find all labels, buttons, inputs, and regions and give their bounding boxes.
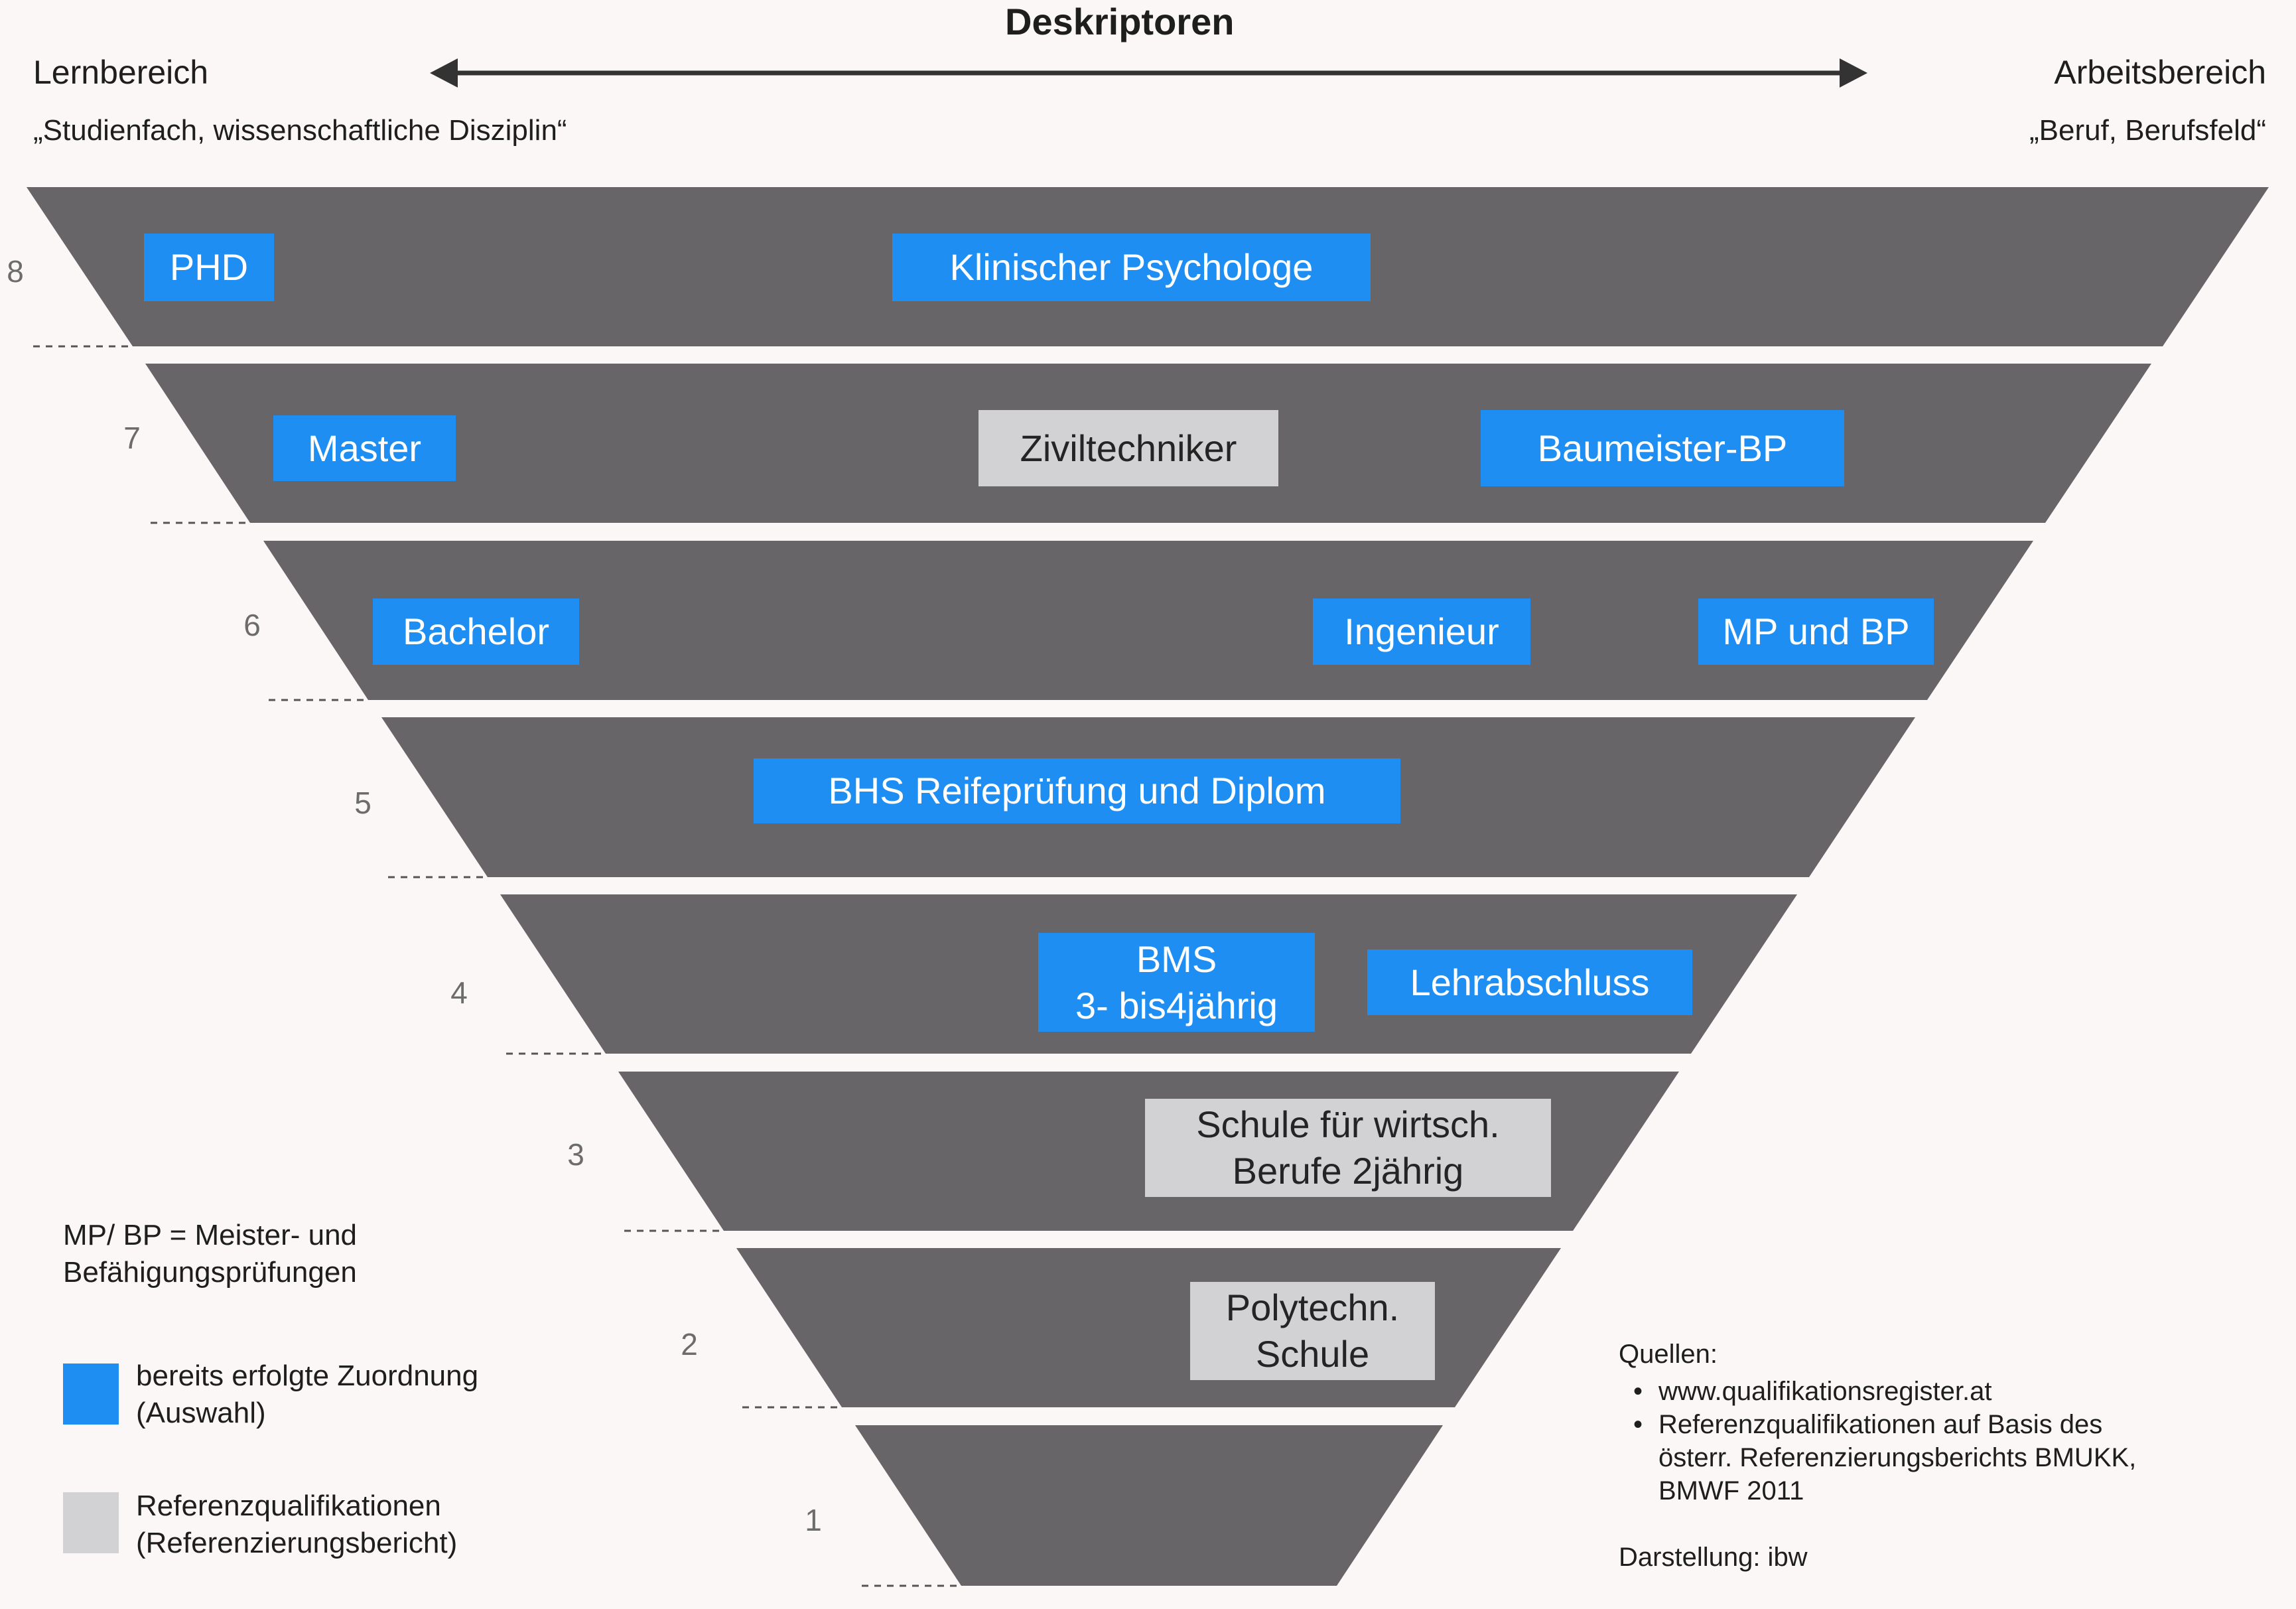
qualification-lehrabschluss: Lehrabschluss bbox=[1367, 949, 1692, 1015]
qualification-bhs-reifepruefung: BHS Reifeprüfung und Diplom bbox=[754, 758, 1400, 823]
qualification-bms: BMS 3- bis4jährig bbox=[1038, 933, 1315, 1032]
level-number: 6 bbox=[243, 608, 261, 642]
axis-arrow-right-head bbox=[1840, 58, 1867, 88]
qualification-ingenieur: Ingenieur bbox=[1313, 598, 1530, 665]
level-number: 7 bbox=[123, 421, 141, 455]
right-axis-description: „Beruf, Berufsfeld“ bbox=[2029, 114, 2266, 147]
sources-credit: Darstellung: ibw bbox=[1619, 1543, 1808, 1572]
left-axis-label: Lernbereich bbox=[33, 54, 209, 91]
sources-block: Quellen: www.qualifikationsregister.at R… bbox=[1619, 1338, 2136, 1574]
level-number: 5 bbox=[354, 786, 371, 820]
level-number: 2 bbox=[681, 1327, 698, 1362]
legend-label-grey: Referenzqualifikationen (Referenzierungs… bbox=[136, 1490, 458, 1559]
level-number: 8 bbox=[7, 254, 24, 289]
qualification-bachelor: Bachelor bbox=[373, 598, 579, 665]
pyramid-band-level-6 bbox=[263, 541, 2033, 700]
axis-arrow-left-head bbox=[430, 58, 458, 88]
legend-swatch-blue bbox=[63, 1364, 119, 1425]
sources-list: www.qualifikationsregister.at Referenzqu… bbox=[1619, 1375, 2136, 1507]
sources-heading: Quellen: bbox=[1619, 1340, 1718, 1369]
pyramid-band-level-2 bbox=[736, 1248, 1561, 1407]
left-axis-description: „Studienfach, wissenschaftliche Diszipli… bbox=[33, 114, 567, 147]
qualification-polytechn-schule: Polytechn. Schule bbox=[1190, 1282, 1435, 1380]
qualification-phd: PHD bbox=[144, 234, 274, 301]
qualification-master: Master bbox=[273, 415, 456, 481]
level-number: 4 bbox=[450, 975, 468, 1010]
qualification-klinischer-psychologe: Klinischer Psychologe bbox=[892, 234, 1371, 301]
source-item: Referenzqualifikationen auf Basis des ös… bbox=[1619, 1408, 2136, 1507]
right-axis-label: Arbeitsbereich bbox=[2054, 54, 2266, 91]
level-number: 3 bbox=[567, 1137, 584, 1172]
legend-abbreviation: MP/ BP = Meister- und Befähigungsprüfung… bbox=[63, 1219, 358, 1289]
legend-swatch-grey bbox=[63, 1492, 119, 1553]
qualification-ziviltechniker: Ziviltechniker bbox=[979, 410, 1278, 486]
level-number: 1 bbox=[805, 1503, 822, 1537]
qualification-mp-und-bp: MP und BP bbox=[1698, 598, 1934, 665]
source-item: www.qualifikationsregister.at bbox=[1619, 1375, 2136, 1408]
pyramid-band-level-1 bbox=[855, 1425, 1443, 1586]
diagram-title: Deskriptoren bbox=[1005, 1, 1235, 42]
qualification-schule-wirtsch-berufe: Schule für wirtsch. Berufe 2jährig bbox=[1145, 1099, 1551, 1197]
legend-label-blue: bereits erfolgte Zuordnung (Auswahl) bbox=[136, 1360, 479, 1429]
qualification-baumeister-bp: Baumeister-BP bbox=[1481, 410, 1844, 486]
